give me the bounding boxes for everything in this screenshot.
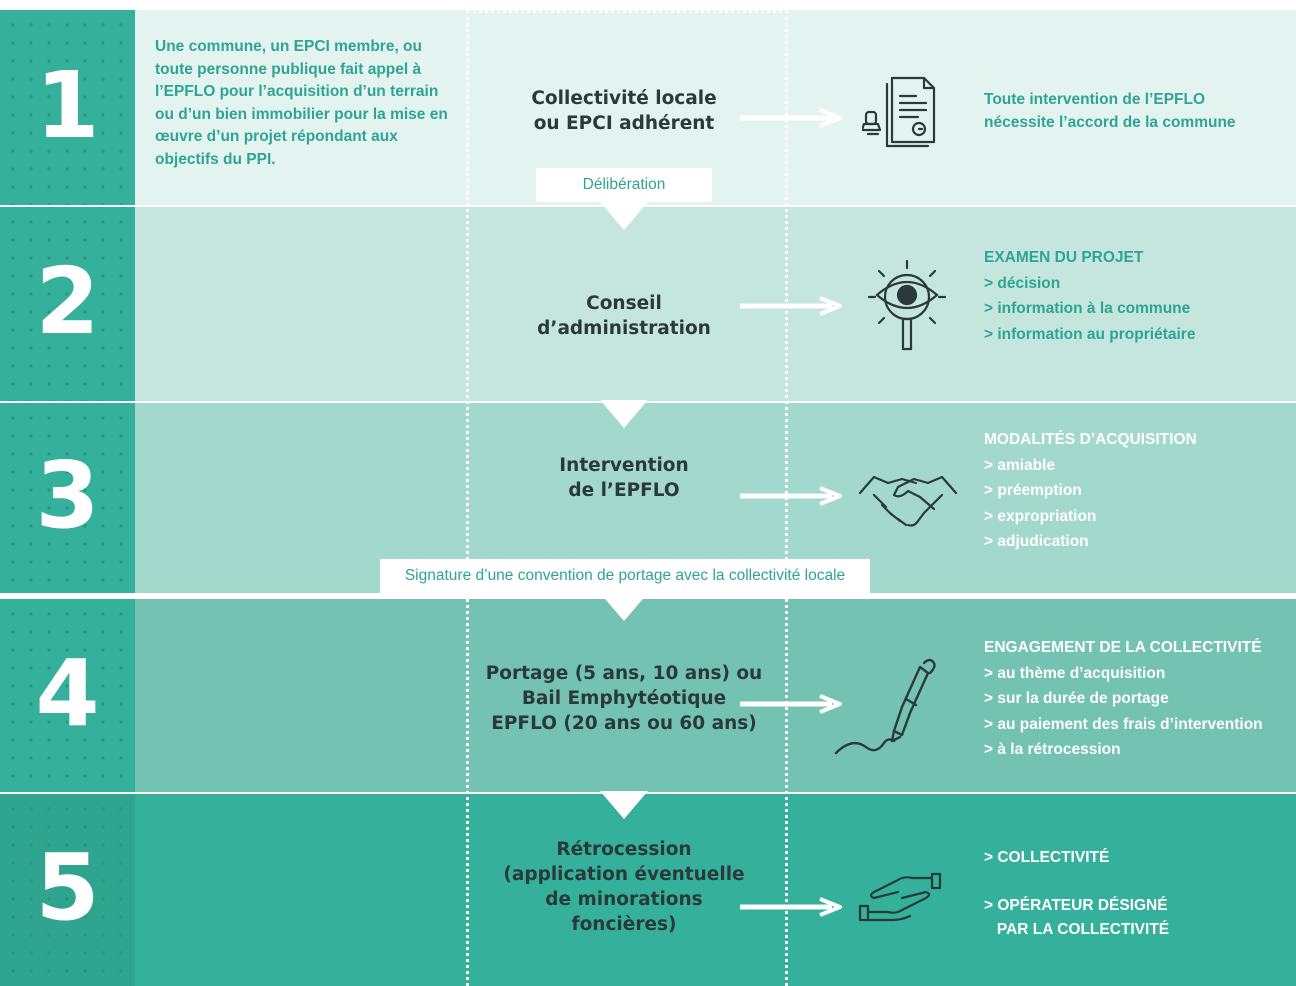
down-arrow-icon bbox=[600, 202, 648, 230]
step-note-item: > décision bbox=[984, 274, 1061, 292]
arrow-right-icon bbox=[740, 108, 842, 128]
step-actor: Conseil d’administration bbox=[465, 291, 783, 341]
step-actor-line: Conseil bbox=[586, 293, 662, 314]
magnifier-eye-icon bbox=[867, 259, 947, 351]
step-number: 2 bbox=[35, 248, 100, 356]
step-actor-line: Collectivité locale bbox=[531, 88, 717, 109]
step-note-item: > adjudication bbox=[984, 533, 1089, 550]
step-note-item: > amiable bbox=[984, 456, 1056, 474]
guide-line-top bbox=[466, 10, 788, 13]
down-arrow-icon bbox=[600, 593, 648, 621]
step-note-item: > au paiement des frais d’intervention bbox=[984, 715, 1263, 733]
step-number-strip bbox=[0, 794, 135, 986]
step-actor-line: Bail Emphytéotique bbox=[521, 688, 727, 709]
document-stamp-icon bbox=[862, 76, 936, 148]
step-notes-title: MODALITÉS D’ACQUISITION bbox=[984, 431, 1197, 448]
step-note-item bbox=[984, 870, 1169, 894]
step-row-5: 5 Rétrocession (application éventuelle d… bbox=[0, 794, 1296, 986]
step-row-4: 4 Portage (5 ans, 10 ans) ou Bail Emphyt… bbox=[0, 599, 1296, 792]
step-actor: Intervention de l’EPFLO bbox=[465, 453, 783, 503]
step-note-item: > préemption bbox=[984, 482, 1082, 499]
step-notes: EXAMEN DU PROJET > décision > informatio… bbox=[984, 245, 1195, 347]
handshake-icon bbox=[858, 475, 958, 527]
arrow-right-icon bbox=[740, 897, 842, 917]
guide-line-right bbox=[785, 10, 788, 986]
step-actor-line: foncières) bbox=[571, 914, 677, 935]
step-note-item: Toute intervention de l’EPFLO bbox=[984, 91, 1206, 108]
step-notes-title: EXAMEN DU PROJET bbox=[984, 249, 1144, 266]
step-number: 1 bbox=[35, 51, 100, 159]
down-arrow-icon bbox=[600, 400, 648, 428]
step-notes-title: ENGAGEMENT DE LA COLLECTIVITÉ bbox=[984, 639, 1262, 656]
step-actor-line: Rétrocession bbox=[556, 839, 692, 860]
step-number-strip bbox=[0, 207, 135, 401]
step-notes: Toute intervention de l’EPFLO nécessite … bbox=[984, 88, 1236, 134]
step-actor-line: d’administration bbox=[537, 318, 711, 339]
step-note-item: > information au propriétaire bbox=[984, 325, 1196, 343]
step-actor-line: EPFLO (20 ans ou 60 ans) bbox=[491, 713, 757, 734]
deliberation-label: Délibération bbox=[536, 168, 712, 202]
step-actor-line: (application éventuelle bbox=[503, 864, 745, 885]
giving-hands-icon bbox=[858, 872, 942, 922]
step-description: Une commune, un EPCI membre, ou toute pe… bbox=[155, 38, 448, 168]
step-number: 5 bbox=[35, 834, 100, 942]
step-note-item: PAR LA COLLECTIVITÉ bbox=[984, 921, 1170, 938]
step-notes: ENGAGEMENT DE LA COLLECTIVITÉ > au thème… bbox=[984, 635, 1263, 763]
step-actor: Collectivité locale ou EPCI adhérent bbox=[465, 86, 783, 136]
step-row-2: 2 Conseil d’administration EXAMEN DU PRO… bbox=[0, 207, 1296, 401]
step-number-strip bbox=[0, 599, 135, 792]
arrow-right-icon bbox=[740, 486, 842, 506]
step-note-item: > COLLECTIVITÉ bbox=[984, 849, 1110, 866]
step-number-strip bbox=[0, 10, 135, 205]
step-note-item: nécessite l’accord de la commune bbox=[984, 114, 1236, 131]
guide-line-left bbox=[466, 10, 469, 986]
step-note-item: > information à la commune bbox=[984, 300, 1191, 317]
pen-signature-icon bbox=[834, 658, 936, 755]
arrow-right-icon bbox=[740, 694, 842, 714]
step-number: 4 bbox=[35, 639, 100, 747]
step-number-strip bbox=[0, 403, 135, 593]
down-arrow-icon bbox=[600, 791, 648, 819]
step-actor-line: Intervention bbox=[559, 455, 689, 476]
step-note-item: > OPÉRATEUR DÉSIGNÉ bbox=[984, 897, 1168, 914]
step-actor: Portage (5 ans, 10 ans) ou Bail Emphytéo… bbox=[465, 661, 783, 736]
step-note-item: > au thème d’acquisition bbox=[984, 664, 1166, 682]
step-note-item: > expropriation bbox=[984, 507, 1097, 525]
step-notes: MODALITÉS D’ACQUISITION > amiable > prée… bbox=[984, 427, 1197, 555]
step-actor-line: Portage (5 ans, 10 ans) ou bbox=[485, 663, 763, 684]
step-notes: > COLLECTIVITÉ > OPÉRATEUR DÉSIGNÉ PAR L… bbox=[984, 846, 1169, 942]
step-number: 3 bbox=[35, 442, 100, 550]
step-actor-line: de l’EPFLO bbox=[568, 480, 680, 501]
step-actor-line: ou EPCI adhérent bbox=[533, 113, 715, 134]
step-note-item: > sur la durée de portage bbox=[984, 690, 1169, 707]
step-row-1: 1 Une commune, un EPCI membre, ou toute … bbox=[0, 10, 1296, 205]
step-note-item: > à la rétrocession bbox=[984, 741, 1121, 758]
convention-label: Signature d’une convention de portage av… bbox=[380, 559, 870, 593]
step-actor: Rétrocession (application éventuelle de … bbox=[465, 837, 783, 937]
arrow-right-icon bbox=[740, 296, 842, 316]
step-actor-line: de minorations bbox=[545, 889, 703, 910]
